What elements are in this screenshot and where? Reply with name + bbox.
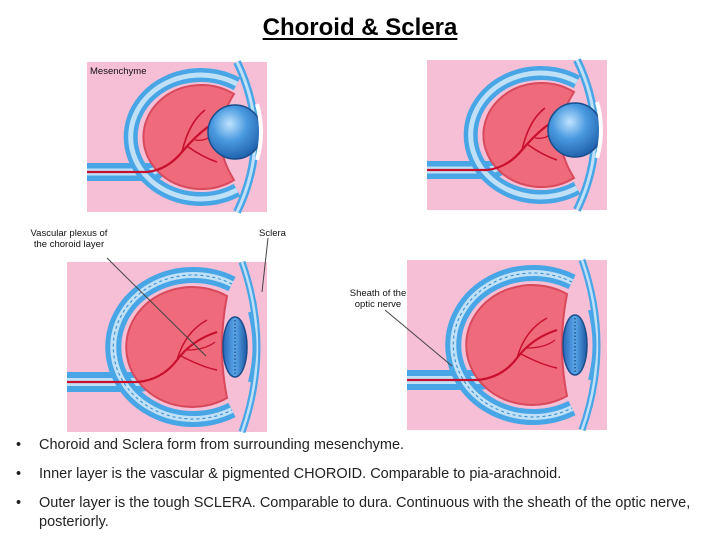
mesenchyme-label: Mesenchyme bbox=[90, 66, 147, 77]
eye-stage-4 bbox=[407, 260, 607, 430]
bullet-item: Outer layer is the tough SCLERA. Compara… bbox=[14, 494, 694, 532]
sheath-leader-line bbox=[384, 309, 453, 367]
sclera-leader-line bbox=[261, 237, 269, 293]
bullet-item: Choroid and Sclera form from surrounding… bbox=[14, 436, 694, 455]
vascular-plexus-leader-line bbox=[106, 257, 207, 357]
vascular-plexus-label: Vascular plexus of the choroid layer bbox=[30, 228, 108, 250]
sheath-label: Sheath of the optic nerve bbox=[349, 288, 407, 310]
sclera-label: Sclera bbox=[259, 228, 286, 239]
slide-title: Choroid & Sclera bbox=[262, 14, 458, 41]
bullet-list: Choroid and Sclera form from surrounding… bbox=[14, 436, 694, 542]
bullet-item: Inner layer is the vascular & pigmented … bbox=[14, 465, 694, 484]
eye-stage-3 bbox=[67, 262, 267, 432]
eye-stage-1 bbox=[87, 62, 267, 212]
eye-stage-2 bbox=[427, 60, 607, 210]
